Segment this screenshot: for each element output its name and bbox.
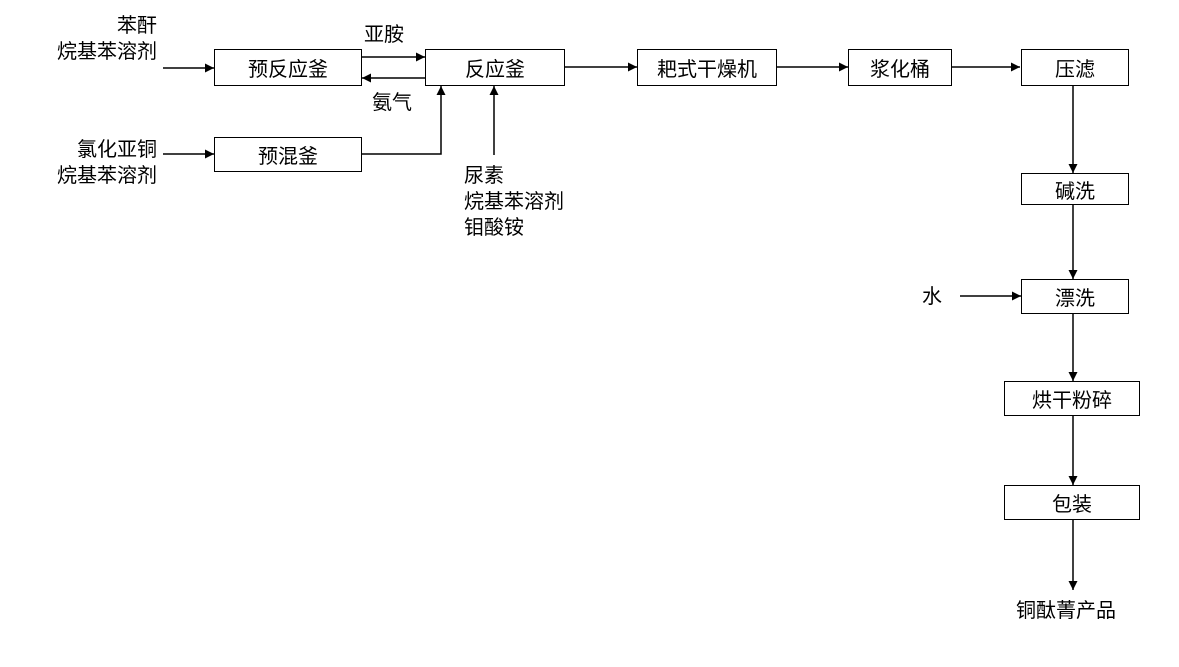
- edge-label-imide: 亚胺: [364, 22, 404, 46]
- node-alkali-wash: 碱洗: [1021, 173, 1129, 205]
- arrow-premix-to-reactor: [362, 86, 446, 155]
- node-filter-press: 压滤: [1021, 49, 1129, 86]
- input-cuprous-chloride: 氯化亚铜: [77, 137, 157, 161]
- input-alkylbenzene-solvent-2: 烷基苯溶剂: [57, 163, 157, 187]
- input-urea: 尿素: [464, 163, 504, 187]
- input-alkylbenzene-solvent-3: 烷基苯溶剂: [464, 189, 564, 213]
- input-premix-group: 氯化亚铜 烷基苯溶剂: [20, 136, 157, 188]
- node-reactor: 反应釜: [425, 49, 565, 86]
- input-pre-reactor-group: 苯酐 烷基苯溶剂: [20, 12, 157, 64]
- node-slurry-tank: 浆化桶: [848, 49, 952, 86]
- node-rinse: 漂洗: [1021, 279, 1129, 314]
- node-pre-reactor: 预反应釜: [214, 49, 362, 86]
- input-alkylbenzene-solvent-1: 烷基苯溶剂: [57, 39, 157, 63]
- node-premix-kettle: 预混釜: [214, 137, 362, 172]
- product-label: 铜酞菁产品: [1016, 598, 1116, 622]
- node-dry-crush: 烘干粉碎: [1004, 381, 1140, 416]
- input-reactor-bottom-group: 尿素 烷基苯溶剂 钼酸铵: [464, 162, 564, 240]
- node-rake-dryer: 耙式干燥机: [637, 49, 777, 86]
- input-ammonium-molybdate: 钼酸铵: [464, 215, 524, 239]
- edge-label-ammonia: 氨气: [372, 90, 412, 114]
- input-phthalic-anhydride: 苯酐: [117, 13, 157, 37]
- node-packaging: 包装: [1004, 485, 1140, 520]
- input-water: 水: [922, 284, 942, 308]
